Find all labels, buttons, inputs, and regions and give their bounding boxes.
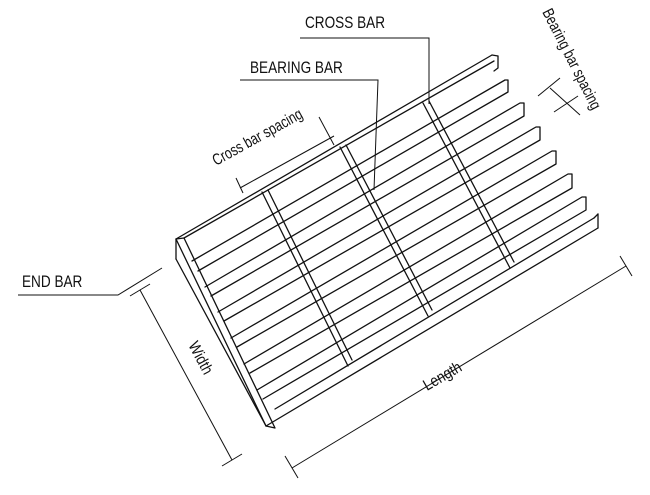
dimension-lines <box>129 77 633 479</box>
front-edge <box>265 227 599 427</box>
cross-bar <box>345 144 433 311</box>
back-edge <box>175 54 493 240</box>
cross-bars <box>261 100 515 367</box>
bearing-bar <box>230 150 557 348</box>
bearing-bar <box>217 126 541 322</box>
leader-lines <box>18 37 430 296</box>
cross-bar <box>422 102 511 269</box>
bearing-bar <box>243 173 573 374</box>
cross-bar-spacing-label: Cross bar spacing <box>210 106 307 170</box>
bearing-bar <box>191 79 509 272</box>
length-label: Length <box>421 359 466 395</box>
cross-bar-spacing-dim <box>239 135 335 189</box>
end-bar-leader <box>18 267 163 296</box>
cross-bar <box>261 191 349 367</box>
width-label: Width <box>184 339 216 378</box>
bearing-bar-spacing-dim <box>549 87 581 116</box>
length-dim <box>291 265 627 469</box>
bearing-bars <box>191 55 587 400</box>
bearing-bar-spacing-label: Bearing bar spacing <box>538 6 604 113</box>
cross-bar <box>267 189 353 361</box>
grating-frame <box>175 54 599 429</box>
bearing-bar <box>204 102 525 297</box>
cross-bar-label: CROSS BAR <box>305 14 385 33</box>
end-bar-label: END BAR <box>22 273 82 292</box>
cross-bar <box>428 100 515 263</box>
width-dim <box>139 289 233 461</box>
cross-bar-leader <box>300 37 430 104</box>
cross-bar <box>339 146 429 317</box>
bearing-bar <box>256 196 587 400</box>
bearing-bar-leader <box>240 79 379 191</box>
left-end-bar <box>175 237 276 429</box>
bearing-bar-label: BEARING BAR <box>250 59 343 78</box>
